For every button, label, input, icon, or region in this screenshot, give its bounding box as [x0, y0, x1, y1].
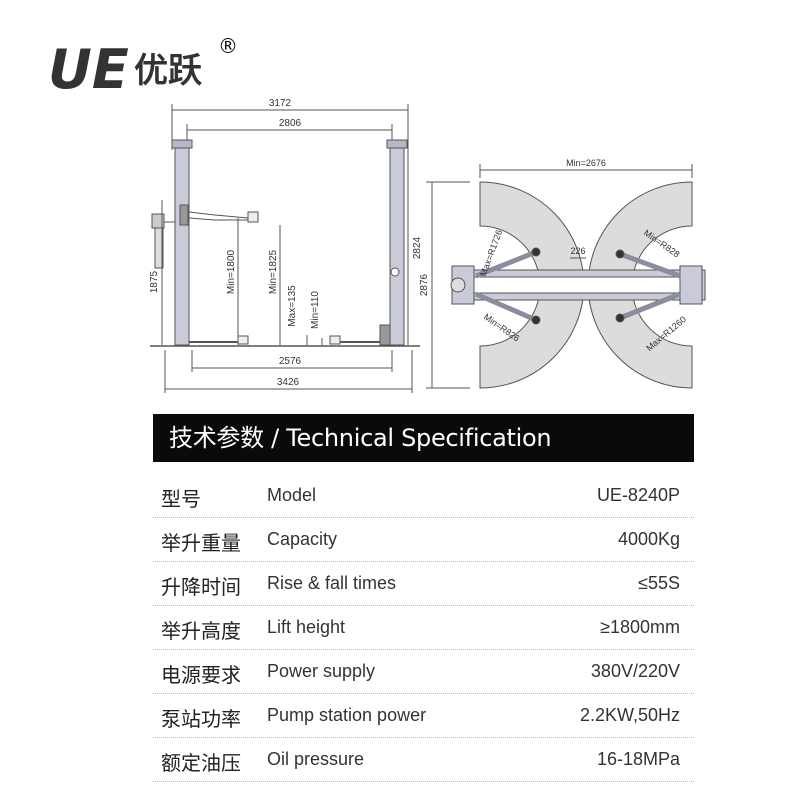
spec-label-cn: 举升高度: [161, 619, 241, 643]
spec-value: UE-8240P: [596, 485, 680, 505]
spec-label-en: Power supply: [267, 661, 376, 681]
dim-depth: 2876: [419, 273, 430, 296]
spec-row: 电源要求 Power supply 380V/220V: [153, 650, 694, 694]
spec-row: 额定油压 Oil pressure 16-18MPa: [153, 738, 694, 782]
dim-max-135: Max=135: [287, 285, 298, 327]
dim-min-lift: Min=1800: [226, 249, 237, 294]
spec-label-en: Lift height: [267, 617, 346, 637]
spec-label-en: Model: [267, 485, 317, 505]
logo-letters: UE: [48, 38, 129, 101]
dim-gap: 226: [570, 246, 585, 256]
dim-inner-top: 2806: [279, 118, 302, 129]
lift-diagram: 3172 2806 2824 1875 Min=1800 Min=1825 Ma…: [149, 98, 706, 393]
spec-label-cn: 升降时间: [161, 575, 241, 599]
spec-table: 型号 Model UE-8240P 举升重量 Capacity 4000Kg 升…: [153, 474, 694, 782]
spec-label-en: Oil pressure: [267, 749, 365, 769]
front-view-labels: 3172 2806 2824 1875 Min=1800 Min=1825 Ma…: [149, 98, 423, 388]
spec-value: ≤55S: [638, 573, 680, 593]
dim-overall-bottom: 3426: [277, 377, 300, 388]
spec-row: 举升高度 Lift height ≥1800mm: [153, 606, 694, 650]
spec-label-cn: 额定油压: [161, 751, 241, 775]
spec-row: 升降时间 Rise & fall times ≤55S: [153, 562, 694, 606]
front-view: [150, 104, 420, 393]
brand-logo: UE 优跃: [48, 36, 248, 106]
spec-value: 2.2KW,50Hz: [579, 705, 680, 725]
spec-label-cn: 泵站功率: [161, 707, 241, 731]
ue-logo-mark: UE 优跃: [48, 38, 203, 101]
spec-value: 4000Kg: [617, 529, 680, 549]
spec-row: 型号 Model UE-8240P: [153, 474, 694, 518]
spec-label-cn: 举升重量: [161, 531, 241, 555]
spec-value: 16-18MPa: [596, 749, 680, 769]
spec-label-cn: 型号: [161, 487, 201, 511]
spec-label-en: Rise & fall times: [267, 573, 397, 593]
dim-inner-bottom: 2576: [279, 356, 302, 367]
dim-height-right: 2824: [412, 236, 423, 259]
spec-value: ≥1800mm: [600, 617, 680, 637]
spec-value: 380V/220V: [590, 661, 680, 681]
dim-arm-min-left: Min=R826: [482, 312, 522, 344]
spec-label-en: Capacity: [267, 529, 338, 549]
spec-row: 举升重量 Capacity 4000Kg: [153, 518, 694, 562]
dim-min-width: Min=2676: [566, 158, 606, 168]
top-view: [426, 164, 706, 389]
spec-row: 泵站功率 Pump station power 2.2KW,50Hz: [153, 694, 694, 738]
dim-min-110: Min=110: [310, 291, 321, 329]
logo-chinese: 优跃: [134, 52, 203, 90]
dim-overall-top: 3172: [269, 98, 292, 109]
dim-min-lift-2: Min=1825: [268, 249, 279, 294]
registered-mark: ®: [218, 34, 238, 58]
dim-height-left: 1875: [149, 270, 160, 293]
spec-label-cn: 电源要求: [161, 663, 241, 687]
spec-label-en: Pump station power: [267, 705, 427, 725]
spec-title: 技术参数 / Technical Specification: [153, 414, 694, 462]
